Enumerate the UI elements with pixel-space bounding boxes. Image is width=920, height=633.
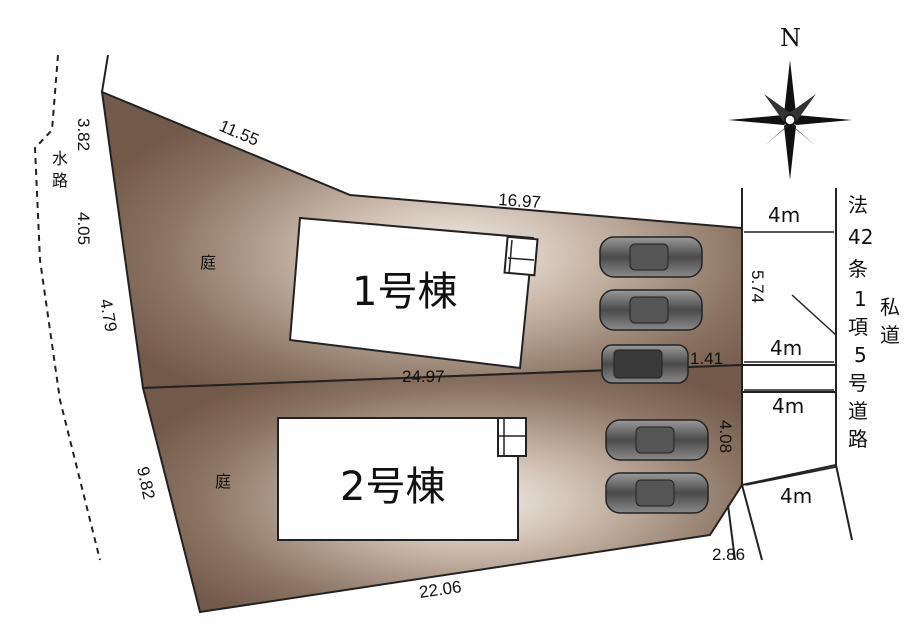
svg-text:条: 条 bbox=[848, 257, 868, 281]
boundary-tick bbox=[101, 54, 109, 93]
waterway-label-1: 水 bbox=[52, 149, 68, 168]
svg-text:道: 道 bbox=[848, 399, 868, 423]
garden-label-1: 庭 bbox=[200, 253, 216, 272]
svg-text:5: 5 bbox=[854, 343, 867, 367]
entrance-2 bbox=[497, 417, 527, 457]
car-4 bbox=[605, 419, 709, 461]
car-2 bbox=[599, 289, 703, 331]
car-1 bbox=[599, 236, 703, 278]
dim-right-2: 1.41 bbox=[690, 349, 723, 368]
dim-right-3: 4.08 bbox=[716, 420, 735, 453]
waterway-line bbox=[33, 54, 101, 561]
car-5 bbox=[605, 472, 709, 514]
svg-text:法: 法 bbox=[848, 193, 868, 217]
dim-right-1: 5.74 bbox=[748, 270, 767, 303]
garden-label-2: 庭 bbox=[215, 472, 231, 491]
road-width-3: 4m bbox=[772, 394, 804, 418]
svg-text:私: 私 bbox=[880, 295, 900, 319]
svg-text:道: 道 bbox=[880, 323, 900, 347]
road-lines bbox=[727, 188, 853, 561]
dim-top-right: 16.97 bbox=[498, 190, 542, 212]
dim-left-1: 3.82 bbox=[74, 118, 93, 151]
svg-text:項: 項 bbox=[848, 315, 868, 339]
dim-left-2: 4.05 bbox=[74, 212, 93, 245]
road-width-2: 4m bbox=[770, 336, 802, 360]
north-label: N bbox=[780, 24, 801, 52]
svg-text:1: 1 bbox=[854, 287, 867, 311]
building-1-label: 1号棟 bbox=[352, 269, 457, 315]
waterway-label-2: 路 bbox=[52, 171, 68, 190]
svg-text:号: 号 bbox=[848, 371, 868, 395]
building-2-label: 2号棟 bbox=[340, 464, 445, 510]
road-legal-label: 法 42 条 1 項 5 号 道 路 bbox=[848, 193, 873, 451]
entrance-1 bbox=[503, 235, 539, 277]
svg-text:42: 42 bbox=[848, 225, 873, 249]
dim-middle: 24.97 bbox=[402, 367, 445, 386]
dim-left-3: 4.79 bbox=[96, 297, 120, 333]
dim-right-4: 2.86 bbox=[712, 545, 745, 564]
building-2 bbox=[277, 417, 519, 541]
svg-text:路: 路 bbox=[848, 427, 868, 451]
dim-left-4: 9.82 bbox=[133, 465, 158, 501]
road-type-label: 私 道 bbox=[880, 295, 900, 347]
building-1 bbox=[288, 216, 535, 370]
compass-rose-icon bbox=[728, 60, 852, 180]
car-3 bbox=[601, 344, 689, 384]
dim-bottom: 22.06 bbox=[418, 577, 463, 602]
road-width-4: 4m bbox=[780, 484, 812, 508]
road-width-1: 4m bbox=[768, 203, 800, 227]
road-dimension-arrows bbox=[744, 231, 837, 486]
